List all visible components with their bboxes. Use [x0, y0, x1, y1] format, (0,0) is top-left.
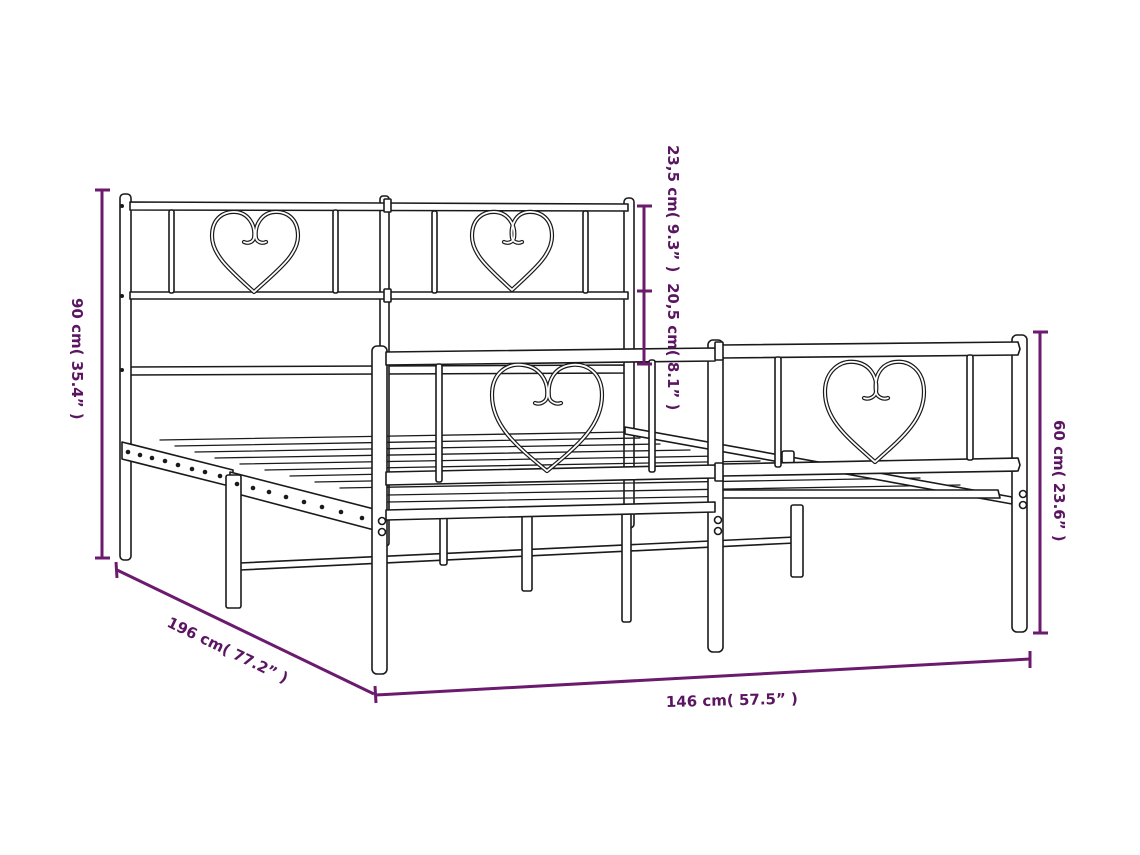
headboard: [119, 193, 635, 561]
heart-ornament-headboard-left: [209, 209, 301, 295]
dimension-headboard-height: [95, 188, 110, 560]
footboard: [371, 334, 1028, 675]
rail-holes: [125, 449, 365, 521]
label-footboard-height: 60 cm( 23.6” ): [1050, 420, 1068, 542]
dimension-length: [114, 561, 378, 704]
heart-ornament-headboard-right: [469, 209, 555, 293]
label-headboard-height: 90 cm( 35.4” ): [68, 298, 86, 420]
label-headboard-upper-panel: 23,5 cm( 9.3” ): [664, 145, 682, 272]
dimension-headboard-panels: [637, 204, 652, 366]
dimension-width: [375, 651, 1032, 697]
label-width: 146 cm( 57.5” ): [666, 690, 799, 711]
label-headboard-lower-gap: 20,5 cm( 8.1” ): [664, 283, 682, 410]
left-side-rail: [121, 441, 379, 609]
heart-ornament-footboard-left: [489, 362, 605, 474]
dimension-footboard-height: [1033, 330, 1048, 635]
heart-ornament-footboard-right: [822, 359, 927, 465]
dimension-lines: [95, 188, 1048, 704]
